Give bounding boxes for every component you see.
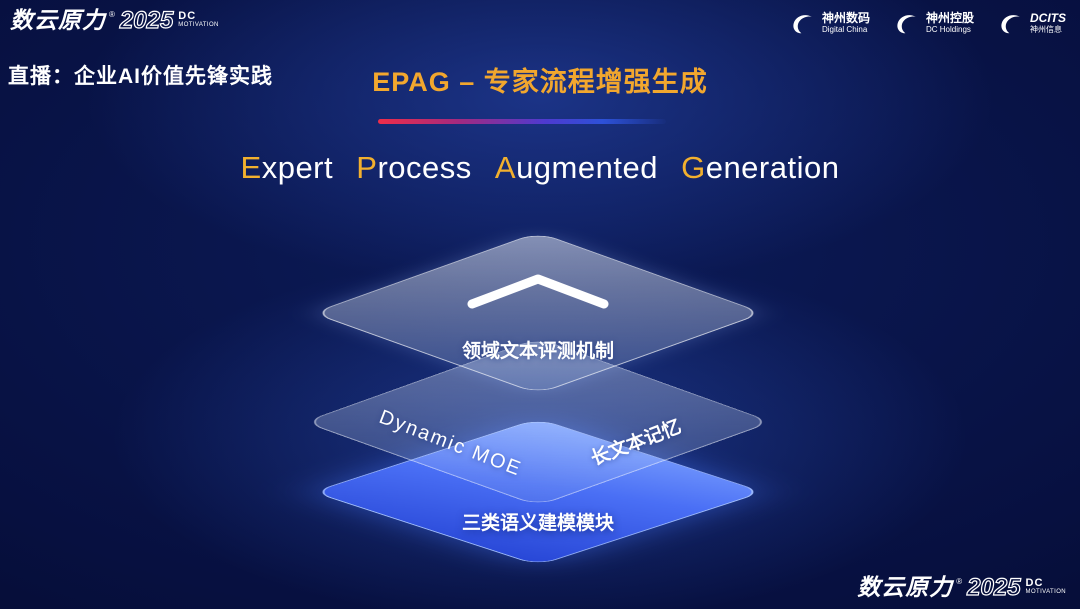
brand-tag-motivation: MOTIVATION xyxy=(178,22,219,28)
brand-logo-bottom-right: 数云原力 ® 2025 DC MOTIVATION xyxy=(857,573,1066,601)
slide-title: EPAG – 专家流程增强生成 xyxy=(372,67,708,97)
layer-top-glass xyxy=(311,231,765,395)
brand-logo-top-left: 数云原力 ® 2025 DC MOTIVATION xyxy=(10,6,219,34)
logo-line1: 神州数码 xyxy=(821,11,870,25)
digital-china-swoosh-icon xyxy=(793,15,813,34)
title-word-expert: Expert xyxy=(240,150,334,185)
brand-tag-dc: DC xyxy=(178,10,197,22)
dc-holdings-swoosh-icon xyxy=(897,15,917,34)
brand-year: 2025 xyxy=(967,573,1022,601)
brand-tagline: DC MOTIVATION xyxy=(178,10,219,29)
logo-dcits: DCITS 神州信息 xyxy=(998,10,1066,36)
logo-line2: Digital China xyxy=(821,25,868,35)
brand-tag-dc: DC xyxy=(1025,576,1044,589)
logo-dc-holdings: 神州控股 DC Holdings xyxy=(894,10,974,36)
brand-reg-mark: ® xyxy=(956,576,963,586)
brand-reg-mark: ® xyxy=(109,10,115,19)
layer-top-label: 领域文本评测机制 xyxy=(461,341,615,362)
main-title: Expert Process Augmented Generation xyxy=(0,150,1080,186)
logo-text: 神州控股 DC Holdings xyxy=(926,11,974,35)
brand-year: 2025 xyxy=(119,6,174,34)
logo-digital-china: 神州数码 Digital China xyxy=(790,10,870,36)
partner-logos: 神州数码 Digital China 神州控股 DC Holdings DCIT… xyxy=(790,10,1066,36)
logo-text: 神州数码 Digital China xyxy=(822,11,870,35)
gradient-divider xyxy=(378,119,666,124)
logo-line1: 神州控股 xyxy=(925,11,974,25)
dcits-swoosh-icon xyxy=(1001,15,1021,34)
title-word-augmented: Augmented xyxy=(494,150,658,185)
logo-line2: DC Holdings xyxy=(925,25,971,35)
title-word-process: Process xyxy=(356,150,472,185)
logo-line2: 神州信息 xyxy=(1030,25,1062,35)
layer-bottom-label: 三类语义建模模块 xyxy=(461,513,615,534)
brand-tag-motivation: MOTIVATION xyxy=(1025,588,1066,595)
brand-name: 数云原力 xyxy=(857,573,954,600)
logo-line1: DCITS xyxy=(1030,11,1066,25)
logo-text: DCITS 神州信息 xyxy=(1030,11,1066,35)
live-broadcast-label: 直播：企业AI价值先锋实践 xyxy=(8,65,273,88)
brand-name: 数云原力 xyxy=(10,7,106,33)
title-word-generation: Generation xyxy=(681,150,840,185)
chevron-up-icon xyxy=(467,274,609,309)
brand-tagline: DC MOTIVATION xyxy=(1025,576,1066,595)
